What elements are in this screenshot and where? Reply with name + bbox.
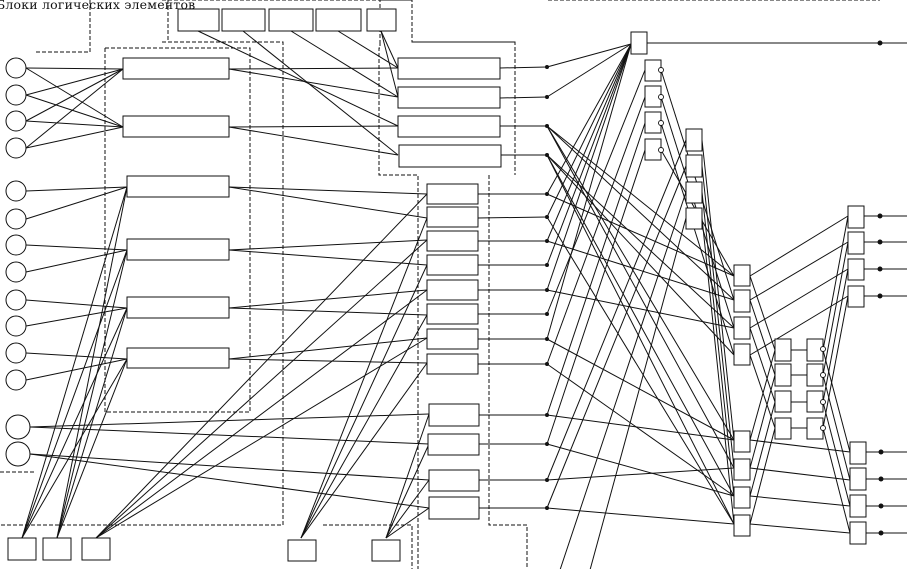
- input-box: [315, 8, 362, 32]
- logic-block: [426, 183, 479, 205]
- logic-block: [426, 254, 479, 276]
- gate: [733, 316, 751, 340]
- gate: [774, 338, 792, 362]
- logic-block: [122, 57, 230, 80]
- logic-block: [397, 115, 501, 138]
- logic-block: [126, 175, 230, 198]
- input-circle: [5, 208, 27, 230]
- right-gates: [630, 31, 867, 545]
- input-box: [366, 8, 397, 32]
- gate: [733, 458, 751, 481]
- input-box: [287, 539, 317, 562]
- logic-block: [426, 303, 479, 325]
- inversion-bubble-icon: [658, 147, 664, 153]
- output-gate: [849, 441, 867, 465]
- input-circle: [5, 289, 27, 311]
- logic-block: [397, 86, 501, 109]
- input-circle: [5, 57, 27, 79]
- gate: [685, 181, 703, 204]
- logic-block: [398, 144, 502, 168]
- input-circle: [5, 137, 27, 159]
- input-box: [371, 539, 401, 562]
- logic-block: [426, 206, 479, 228]
- input-box: [7, 537, 37, 561]
- or-gate: [630, 31, 648, 55]
- gate: [685, 207, 703, 230]
- upper-right-blocks: [397, 57, 502, 168]
- output-gate: [847, 285, 865, 308]
- gate: [733, 264, 751, 287]
- gate: [774, 363, 792, 387]
- inversion-bubble-icon: [820, 346, 826, 352]
- gate: [685, 128, 703, 152]
- bottom-input-boxes: [7, 537, 401, 562]
- first-level-blocks: [122, 57, 230, 369]
- input-circle: [5, 261, 27, 283]
- input-box: [221, 8, 266, 32]
- gate: [733, 343, 751, 366]
- output-gate: [847, 205, 865, 229]
- input-circle: [5, 369, 27, 391]
- logic-block: [426, 328, 479, 350]
- output-gate: [849, 467, 867, 491]
- inversion-bubble-icon: [820, 372, 826, 378]
- inversion-bubble-icon: [658, 94, 664, 100]
- input-circle: [5, 342, 27, 364]
- gate: [774, 417, 792, 440]
- gate: [733, 514, 751, 537]
- gate: [733, 430, 751, 453]
- wires: [21, 30, 907, 569]
- input-circle: [5, 234, 27, 256]
- gate: [733, 486, 751, 509]
- gate: [774, 390, 792, 413]
- logic-block: [428, 469, 480, 492]
- logic-block: [428, 403, 480, 427]
- logic-block: [426, 353, 479, 375]
- top-input-boxes: [177, 8, 397, 32]
- middle-column-blocks: [426, 183, 480, 520]
- junction-dots: [545, 40, 884, 536]
- logic-block: [428, 496, 480, 520]
- output-gate: [849, 494, 867, 518]
- output-gate: [847, 258, 865, 281]
- input-circle: [5, 84, 27, 106]
- logic-block: [126, 238, 230, 261]
- input-circle: [5, 110, 27, 132]
- inversion-bubble-icon: [820, 425, 826, 431]
- input-box: [42, 537, 72, 561]
- diagram-caption: Блоки логических элементов: [0, 0, 196, 12]
- gate: [733, 289, 751, 313]
- output-gate: [847, 231, 865, 255]
- input-box: [81, 537, 111, 561]
- input-circle: [5, 315, 27, 337]
- logic-block: [126, 296, 230, 319]
- inversion-bubble-icon: [820, 399, 826, 405]
- logic-block: [126, 347, 230, 369]
- inversion-bubble-icon: [658, 67, 664, 73]
- input-box: [177, 8, 220, 32]
- input-circle: [5, 180, 27, 202]
- inversion-bubble-icon: [658, 120, 664, 126]
- input-circle: [5, 441, 31, 467]
- logic-block: [397, 57, 501, 80]
- input-circle: [5, 414, 31, 440]
- logic-block: [426, 279, 479, 301]
- input-box: [268, 8, 314, 32]
- gate: [685, 154, 703, 178]
- logic-block: [426, 230, 479, 252]
- output-gate: [849, 521, 867, 545]
- input-circles: [5, 57, 31, 467]
- logic-block: [122, 115, 230, 138]
- logic-block: [427, 433, 480, 456]
